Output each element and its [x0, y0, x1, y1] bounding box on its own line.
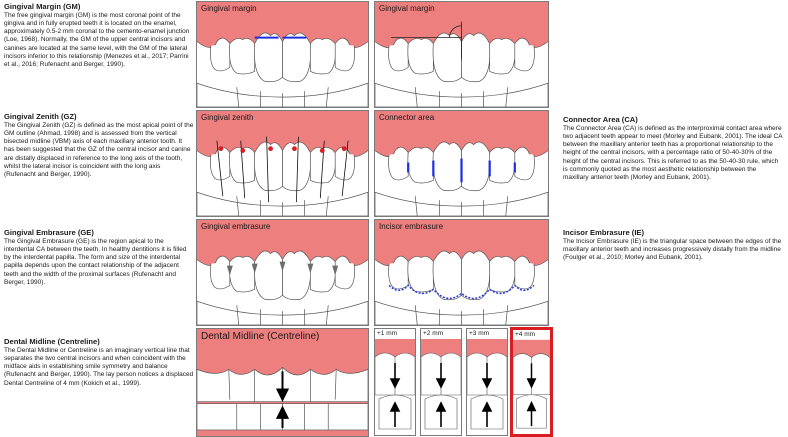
- incisor-embrasure-panel: Incisor embrasure: [374, 219, 549, 326]
- teeth-illustration: [197, 111, 368, 216]
- incisor-embrasure-heading: Incisor Embrasure (IE): [563, 228, 645, 237]
- gingival-zenith-heading: Gingival Zenith (GZ): [4, 112, 77, 121]
- gingival-embrasure-panel: Gingival embrasure: [196, 219, 369, 326]
- teeth-illustration: [375, 220, 548, 325]
- incisor-embrasure-description: The Incisor Embrasure (IE) is the triang…: [563, 237, 782, 262]
- gingival-margin-detail-panel: Gingival margin: [374, 1, 549, 108]
- panel-label: Gingival margin: [379, 4, 435, 13]
- gingival-margin-panel: Gingival margin: [196, 1, 369, 108]
- gingival-zenith-description: The Gingival Zenith (GZ) is defined as t…: [4, 121, 194, 179]
- panel-label: Gingival embrasure: [201, 222, 271, 231]
- gingival-embrasure-text: Gingival Embrasure (GE) The Gingival Emb…: [4, 228, 194, 287]
- midline-shift-3mm-panel: +3 mm: [466, 328, 508, 436]
- midline-shift-4mm-panel: +4 mm: [510, 327, 553, 437]
- gingival-margin-description: The free gingival margin (GM) is the mos…: [4, 11, 190, 69]
- panel-label: Incisor embrasure: [379, 222, 444, 231]
- gingival-zenith-panel: Gingival zenith: [196, 110, 369, 217]
- shift-label: +3 mm: [469, 330, 490, 337]
- midline-shift-illustration: [467, 329, 507, 435]
- panel-label: Dental Midline (Centreline): [201, 331, 320, 342]
- dental-midline-description: The Dental Midline or Centreline is an i…: [4, 346, 194, 387]
- gingival-embrasure-description: The Gingival Embrasure (GE) is the regio…: [4, 237, 187, 286]
- teeth-illustration: [197, 2, 368, 107]
- dental-midline-heading: Dental Midline (Centreline): [4, 337, 100, 346]
- connector-area-panel: Connector area: [374, 110, 549, 217]
- shift-label: +4 mm: [515, 331, 536, 338]
- dental-midline-text: Dental Midline (Centreline) The Dental M…: [4, 337, 194, 388]
- gingival-margin-text: Gingival Margin (GM) The free gingival m…: [4, 2, 194, 70]
- teeth-illustration: [197, 220, 368, 325]
- connector-area-text: Connector Area (CA) The Connector Area (…: [563, 115, 783, 183]
- connector-area-description: The Connector Area (CA) is defined as th…: [563, 124, 783, 182]
- midline-shift-1mm-panel: +1 mm: [374, 328, 416, 436]
- shift-label: +1 mm: [377, 330, 398, 337]
- connector-area-heading: Connector Area (CA): [563, 115, 638, 124]
- panel-label: Gingival margin: [201, 4, 257, 13]
- panel-label: Gingival zenith: [201, 113, 254, 122]
- midline-shift-illustration: [375, 329, 415, 435]
- panel-label: Connector area: [379, 113, 435, 122]
- shift-label: +2 mm: [423, 330, 444, 337]
- teeth-illustration: [197, 329, 368, 436]
- gingival-zenith-text: Gingival Zenith (GZ) The Gingival Zenith…: [4, 112, 194, 180]
- midline-shift-illustration: [421, 329, 461, 435]
- dental-midline-panel: Dental Midline (Centreline): [196, 328, 369, 437]
- teeth-illustration: [375, 2, 548, 107]
- gingival-embrasure-heading: Gingival Embrasure (GE): [4, 228, 94, 237]
- incisor-embrasure-text: Incisor Embrasure (IE) The Incisor Embra…: [563, 228, 783, 262]
- gingival-margin-heading: Gingival Margin (GM): [4, 2, 81, 11]
- teeth-illustration: [375, 111, 548, 216]
- midline-shift-2mm-panel: +2 mm: [420, 328, 462, 436]
- midline-shift-illustration: [513, 330, 550, 434]
